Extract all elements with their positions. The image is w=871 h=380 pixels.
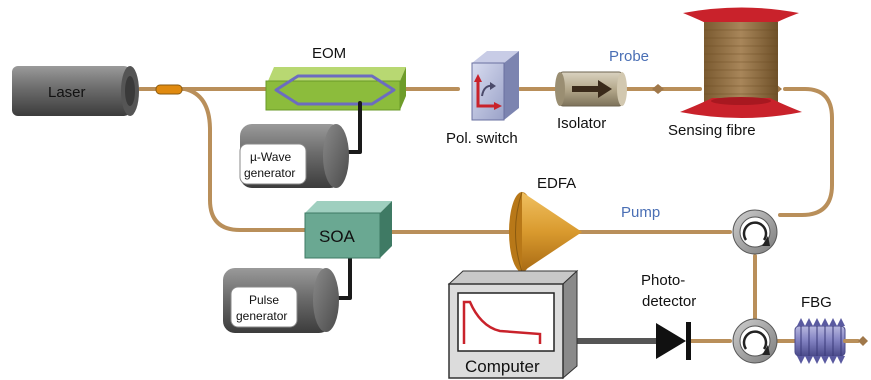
soa: SOA (304, 201, 392, 259)
pol-switch-label: Pol. switch (446, 130, 518, 147)
fibre-coupler (155, 84, 183, 95)
isolator-label: Isolator (557, 115, 606, 132)
eom-label: EOM (312, 45, 346, 62)
spool-to-circulator-fibre (778, 87, 834, 217)
laser-label: Laser (48, 84, 86, 101)
lower-circulator (732, 318, 778, 364)
edfa: EDFA Pump (509, 175, 660, 273)
fbg: FBG (794, 294, 868, 364)
photodetector-label-line1: Photo- (641, 272, 685, 289)
fbg-label: FBG (801, 294, 832, 311)
photodetector-label-line2: detector (642, 293, 696, 310)
soa-label: SOA (319, 227, 356, 246)
probe-label: Probe (609, 48, 649, 65)
microwave-generator-label-line1: µ-Wave (250, 150, 291, 164)
pulse-generator-label-line2: generator (236, 309, 287, 323)
connector (652, 84, 664, 94)
polarization-switch: Pol. switch (446, 51, 519, 147)
edfa-label: EDFA (537, 175, 576, 192)
polarization-rotation-icon (474, 74, 502, 110)
circulator-arrow-icon (742, 221, 768, 241)
photodetector: Photo- detector (641, 272, 696, 360)
circulator-arrow-icon (742, 330, 768, 350)
mach-zehnder-waveguide (274, 74, 396, 106)
screen-trace (462, 300, 542, 344)
upper-circulator (732, 209, 778, 255)
computer-label: Computer (465, 357, 540, 376)
computer: Computer (447, 269, 579, 380)
isolator: Isolator (555, 71, 627, 132)
sensing-fibre-label: Sensing fibre (668, 122, 756, 139)
sensing-fibre-spool: Sensing fibre Probe (609, 7, 802, 139)
computer-screen (457, 292, 555, 352)
photodiode-icon (656, 323, 686, 359)
laser: Laser (12, 66, 139, 116)
isolator-arrow-icon (572, 80, 612, 98)
pulse-generator: Pulse generator (223, 268, 339, 333)
pump-branch-fibre (183, 87, 307, 232)
eom: EOM (265, 45, 406, 111)
microwave-generator-label-line2: generator (244, 166, 295, 180)
pulse-generator-label-line1: Pulse (249, 293, 279, 307)
pump-label: Pump (621, 204, 660, 221)
microwave-generator: µ-Wave generator (239, 124, 349, 188)
